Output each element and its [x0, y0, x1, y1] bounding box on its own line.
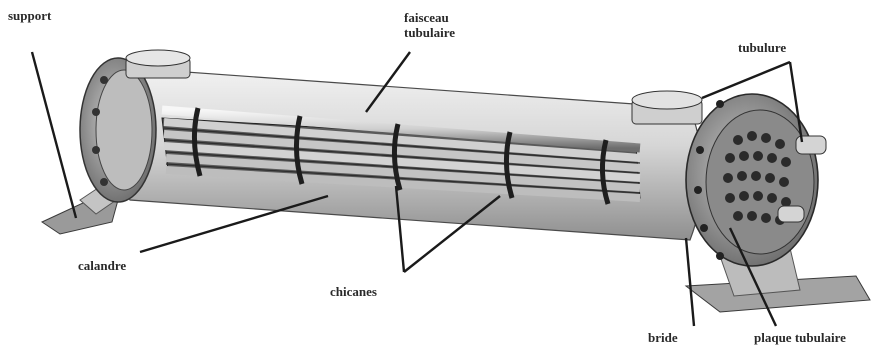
right-head	[686, 94, 826, 266]
label-plaque-tubulaire: plaque tubulaire	[754, 330, 846, 345]
leader-bride	[686, 238, 694, 326]
label-faisceau-line1: faisceau	[404, 10, 455, 25]
label-tubulure: tubulure	[738, 40, 786, 55]
leader-tubulure-1	[702, 62, 790, 98]
label-chicanes: chicanes	[330, 284, 377, 299]
label-support: support	[8, 8, 51, 23]
label-bride: bride	[648, 330, 678, 345]
leader-support	[32, 52, 76, 218]
right-nozzle	[632, 91, 702, 124]
label-calandre: calandre	[78, 258, 126, 273]
label-faisceau-line2: tubulaire	[404, 25, 455, 40]
label-faisceau-tubulaire: faisceau tubulaire	[404, 10, 455, 40]
